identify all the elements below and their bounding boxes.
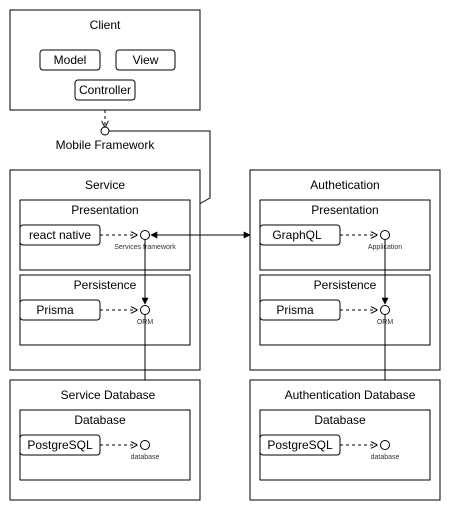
view-label: View — [133, 53, 159, 67]
auth-presentation-title: Presentation — [311, 203, 378, 217]
auth-database-title: Authentication Database — [285, 388, 416, 402]
mobile-framework-interface — [100, 126, 110, 136]
auth-database-layer-title: Database — [314, 413, 366, 427]
authentication-title: Authetication — [310, 178, 379, 192]
service-presentation-title: Presentation — [71, 203, 138, 217]
auth-postgresql-box: PostgreSQL — [259, 434, 341, 456]
service-orm-interface — [140, 305, 150, 315]
auth-postgresql-label: PostgreSQL — [267, 438, 333, 452]
service-database-layer-title: Database — [74, 413, 126, 427]
service-database-interface-label: database — [131, 454, 160, 461]
service-prisma-box: Prisma — [19, 299, 101, 321]
controller-box: Controller — [74, 79, 136, 101]
mobile-framework-label: Mobile Framework — [56, 138, 156, 152]
service-database-interface — [140, 440, 150, 450]
auth-orm-interface — [380, 305, 390, 315]
auth-persistence-title: Persistence — [314, 278, 377, 292]
service-persistence-title: Persistence — [74, 278, 137, 292]
view-box: View — [115, 49, 176, 71]
model-box: Model — [39, 49, 101, 71]
application-interface — [380, 230, 390, 240]
model-label: Model — [54, 53, 87, 67]
graphql-box: GraphQL — [259, 224, 341, 246]
service-title: Service — [85, 178, 125, 192]
service-postgresql-label: PostgreSQL — [27, 438, 93, 452]
controller-label: Controller — [79, 83, 131, 97]
react-native-box: react native — [19, 224, 101, 246]
graphql-label: GraphQL — [272, 228, 322, 242]
react-native-label: react native — [29, 228, 91, 242]
service-database-title: Service Database — [61, 388, 156, 402]
service-prisma-label: Prisma — [36, 303, 74, 317]
service-postgresql-box: PostgreSQL — [19, 434, 101, 456]
auth-prisma-label: Prisma — [276, 303, 314, 317]
services-framework-interface — [140, 230, 150, 240]
auth-database-interface — [380, 440, 390, 450]
client-title: Client — [90, 18, 121, 32]
auth-database-interface-label: database — [371, 454, 400, 461]
auth-prisma-box: Prisma — [259, 299, 341, 321]
